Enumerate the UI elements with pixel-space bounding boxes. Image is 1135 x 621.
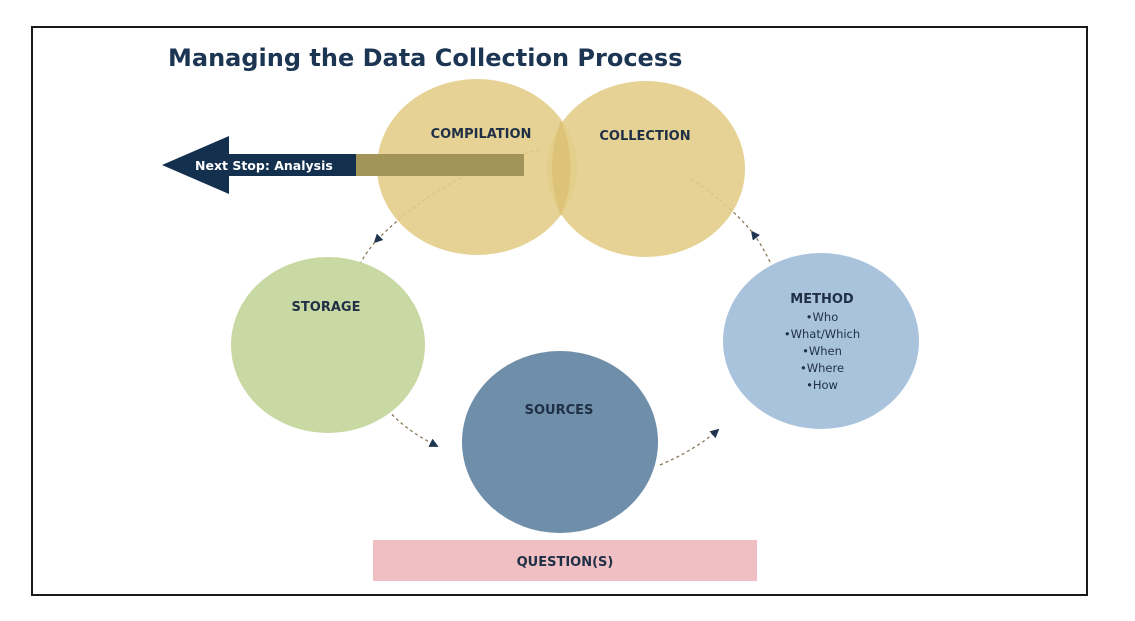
method-item-who: •Who (806, 310, 838, 324)
next-stop-arrow-tail (356, 154, 524, 176)
questions-label: QUESTION(S) (517, 555, 614, 570)
connector-collection-to-compilation (373, 149, 541, 244)
connector-method-to-collection (750, 230, 771, 263)
connector-sources-to-method (659, 428, 720, 466)
storage-label: STORAGE (292, 300, 361, 315)
next-stop-arrow (162, 136, 356, 194)
method-circle (723, 253, 919, 429)
method-item-when: •When (802, 344, 842, 358)
circles-overlap (552, 120, 571, 216)
method-item-where: •Where (800, 361, 844, 375)
method-item-how: •How (806, 378, 838, 392)
next-stop-label: Next Stop: Analysis (195, 158, 333, 173)
connector-compilation-to-storage (359, 241, 376, 266)
sources-circle (462, 351, 658, 533)
method-item-what-which: •What/Which (784, 327, 860, 341)
connector-storage-to-sources (387, 409, 439, 447)
compilation-label: COMPILATION (431, 127, 532, 142)
diagram-title: Managing the Data Collection Process (168, 44, 682, 72)
collection-circle (547, 81, 745, 257)
storage-circle (231, 257, 425, 433)
sources-label: SOURCES (525, 403, 594, 418)
method-label: METHOD (790, 292, 854, 307)
collection-label: COLLECTION (599, 129, 690, 144)
questions-bar (373, 540, 757, 581)
